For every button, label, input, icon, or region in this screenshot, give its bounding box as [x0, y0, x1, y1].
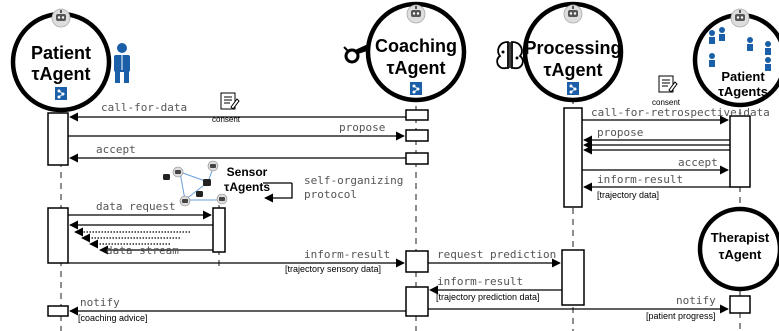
- svg-text:Patient: Patient: [721, 69, 765, 84]
- patients-agent-header: Patient τAgents: [692, 8, 779, 108]
- svg-text:Patient: Patient: [31, 43, 91, 63]
- svg-text:Therapist: Therapist: [711, 230, 770, 245]
- label-coaching-advice: [coaching advice]: [78, 313, 148, 323]
- svg-text:Sensor: Sensor: [227, 165, 268, 179]
- label-patient-progress: [patient progress]: [646, 311, 716, 321]
- svg-text:τAgent: τAgent: [543, 60, 602, 80]
- processing-agent-header: Processing τAgent: [522, 1, 624, 103]
- label-traj-prediction: [trajectory prediction data]: [436, 292, 540, 302]
- label-request-prediction: request prediction: [437, 248, 556, 261]
- label-call-for-data: call-for-data: [101, 101, 187, 114]
- label-accept-1: accept: [96, 143, 136, 156]
- label-call-for-retro: call-for-retrospective-data: [591, 106, 770, 119]
- patient-person-icon: [114, 43, 130, 83]
- brain-circuit-icon: [496, 41, 524, 70]
- consent-doc-icon-2: [658, 75, 678, 93]
- label-data-request: data request: [96, 200, 175, 213]
- therapist-agent-header: Therapist τAgent: [697, 206, 779, 292]
- svg-text:τAgents: τAgents: [224, 180, 270, 194]
- svg-text:τAgent: τAgent: [31, 64, 90, 84]
- label-propose-1: propose: [339, 121, 385, 134]
- whistle-icon: [343, 44, 370, 64]
- label-notify-1: notify: [80, 296, 120, 309]
- label-traj-sensory: [trajectory sensory data]: [285, 264, 381, 274]
- consent-doc-icon: [220, 92, 240, 110]
- svg-text:Coaching: Coaching: [375, 36, 457, 56]
- label-inform-result-3: inform-result: [597, 173, 683, 186]
- patient-agent-header: Patient τAgent: [10, 8, 112, 113]
- coaching-agent-header: Coaching τAgent: [365, 1, 467, 103]
- label-inform-result-2: inform-result: [437, 275, 523, 288]
- label-protocol: protocol: [304, 188, 357, 201]
- arrow-self-organizing: [263, 182, 293, 198]
- svg-text:τAgent: τAgent: [719, 247, 762, 262]
- label-accept-2: accept: [678, 156, 718, 169]
- svg-text:τAgents: τAgents: [718, 84, 768, 99]
- label-inform-result-1: inform-result: [304, 248, 390, 261]
- svg-text:τAgent: τAgent: [386, 58, 445, 78]
- svg-text:Processing: Processing: [524, 38, 621, 58]
- label-traj-data: [trajectory data]: [597, 190, 659, 200]
- label-consent-2: consent: [652, 98, 681, 107]
- activation-boxes: [47, 107, 751, 317]
- label-notify-2: notify: [676, 294, 716, 307]
- label-self-organizing: self-organizing: [304, 174, 403, 187]
- label-propose-2: propose: [597, 126, 643, 139]
- label-consent-1: consent: [212, 115, 241, 124]
- sensor-agents-cluster: Sensor τAgents: [163, 160, 270, 207]
- label-data-stream: data stream: [106, 244, 179, 257]
